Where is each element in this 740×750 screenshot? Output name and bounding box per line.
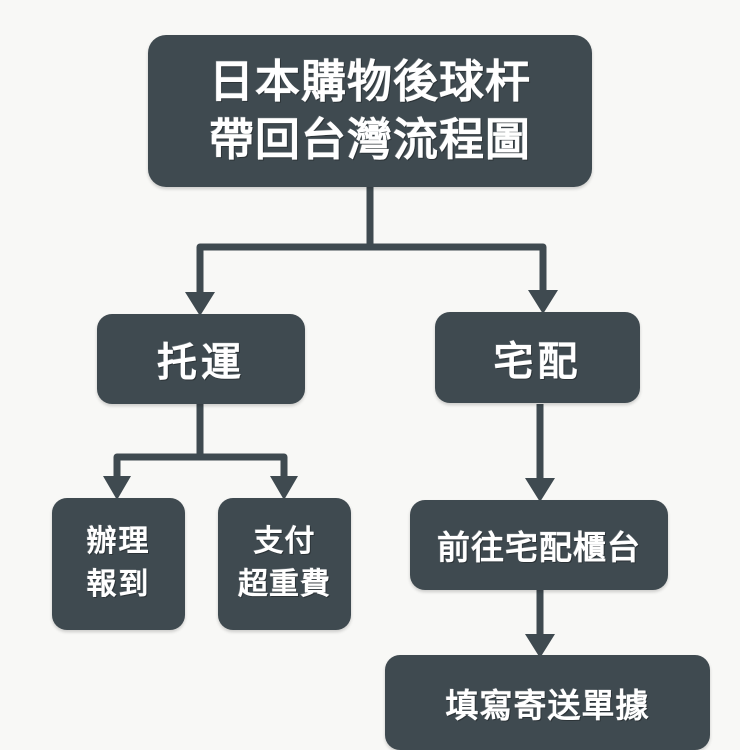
node-title-line-1: 日本購物後球杆 (208, 55, 531, 107)
arrowhead-to-home-delivery (528, 290, 558, 314)
node-overweight-fee-line-2: 超重費 (238, 568, 331, 601)
node-fill-form[interactable]: 填寫寄送單據 (385, 655, 710, 750)
node-checked-baggage-label: 托運 (157, 341, 245, 385)
node-go-to-counter-label: 前往宅配櫃台 (437, 529, 641, 566)
arrowhead-to-check-in (103, 476, 131, 500)
node-title[interactable]: 日本購物後球杆 帶回台灣流程圖 (148, 35, 592, 187)
node-fill-form-label: 填寫寄送單據 (445, 686, 650, 724)
node-check-in-line-1: 辦理 (86, 525, 151, 559)
node-go-to-counter[interactable]: 前往宅配櫃台 (410, 500, 668, 590)
node-check-in[interactable]: 辦理 報到 (52, 498, 185, 630)
node-checked-baggage[interactable]: 托運 (97, 314, 305, 404)
node-home-delivery[interactable]: 宅配 (435, 312, 640, 403)
node-check-in-line-2: 報到 (86, 568, 151, 601)
node-overweight-fee-line-1: 支付 (253, 525, 316, 559)
node-overweight-fee[interactable]: 支付 超重費 (218, 498, 351, 630)
arrowhead-to-counter (525, 478, 555, 502)
arrowhead-to-checked-baggage (185, 292, 215, 316)
node-home-delivery-label: 宅配 (493, 339, 582, 384)
arrowhead-to-overweight-fee (270, 476, 298, 500)
node-title-line-2: 帶回台灣流程圖 (208, 114, 531, 165)
